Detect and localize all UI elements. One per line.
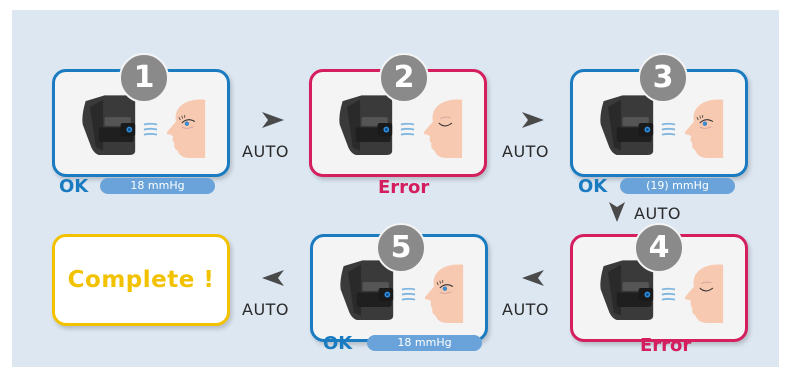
step-4-card [570,234,748,342]
complete-label: Complete ! [67,267,215,293]
step-4-number: 4 [634,223,684,273]
step-4-status: Error [640,335,692,356]
transition-label: AUTO [502,142,550,161]
step-3-status: OK [578,176,608,197]
arrow-down-icon [609,202,625,222]
step-5-number: 5 [376,223,426,273]
diagram-stage: 1 OK 18 mmHg AUTO 2 Error AUTO 3 OK (19)… [12,10,779,367]
step-3-number: 3 [638,53,688,103]
step-3-reading: (19) mmHg [620,178,735,194]
arrow-right-icon [262,112,284,128]
complete-card: Complete ! [52,234,230,326]
arrow-left-icon [522,270,544,286]
transition-label: AUTO [634,204,682,223]
transition-label: AUTO [502,300,550,319]
arrow-left-icon [262,270,284,286]
transition-label: AUTO [242,300,290,319]
transition-label: AUTO [242,142,290,161]
step-1-status: OK [59,176,89,197]
step-5-status: OK [323,333,353,354]
step-5-reading: 18 mmHg [367,335,482,351]
step-2-status: Error [378,177,430,198]
step-1-number: 1 [119,53,169,103]
step-2-number: 2 [379,53,429,103]
step-1-reading: 18 mmHg [100,178,215,194]
arrow-right-icon [522,112,544,128]
